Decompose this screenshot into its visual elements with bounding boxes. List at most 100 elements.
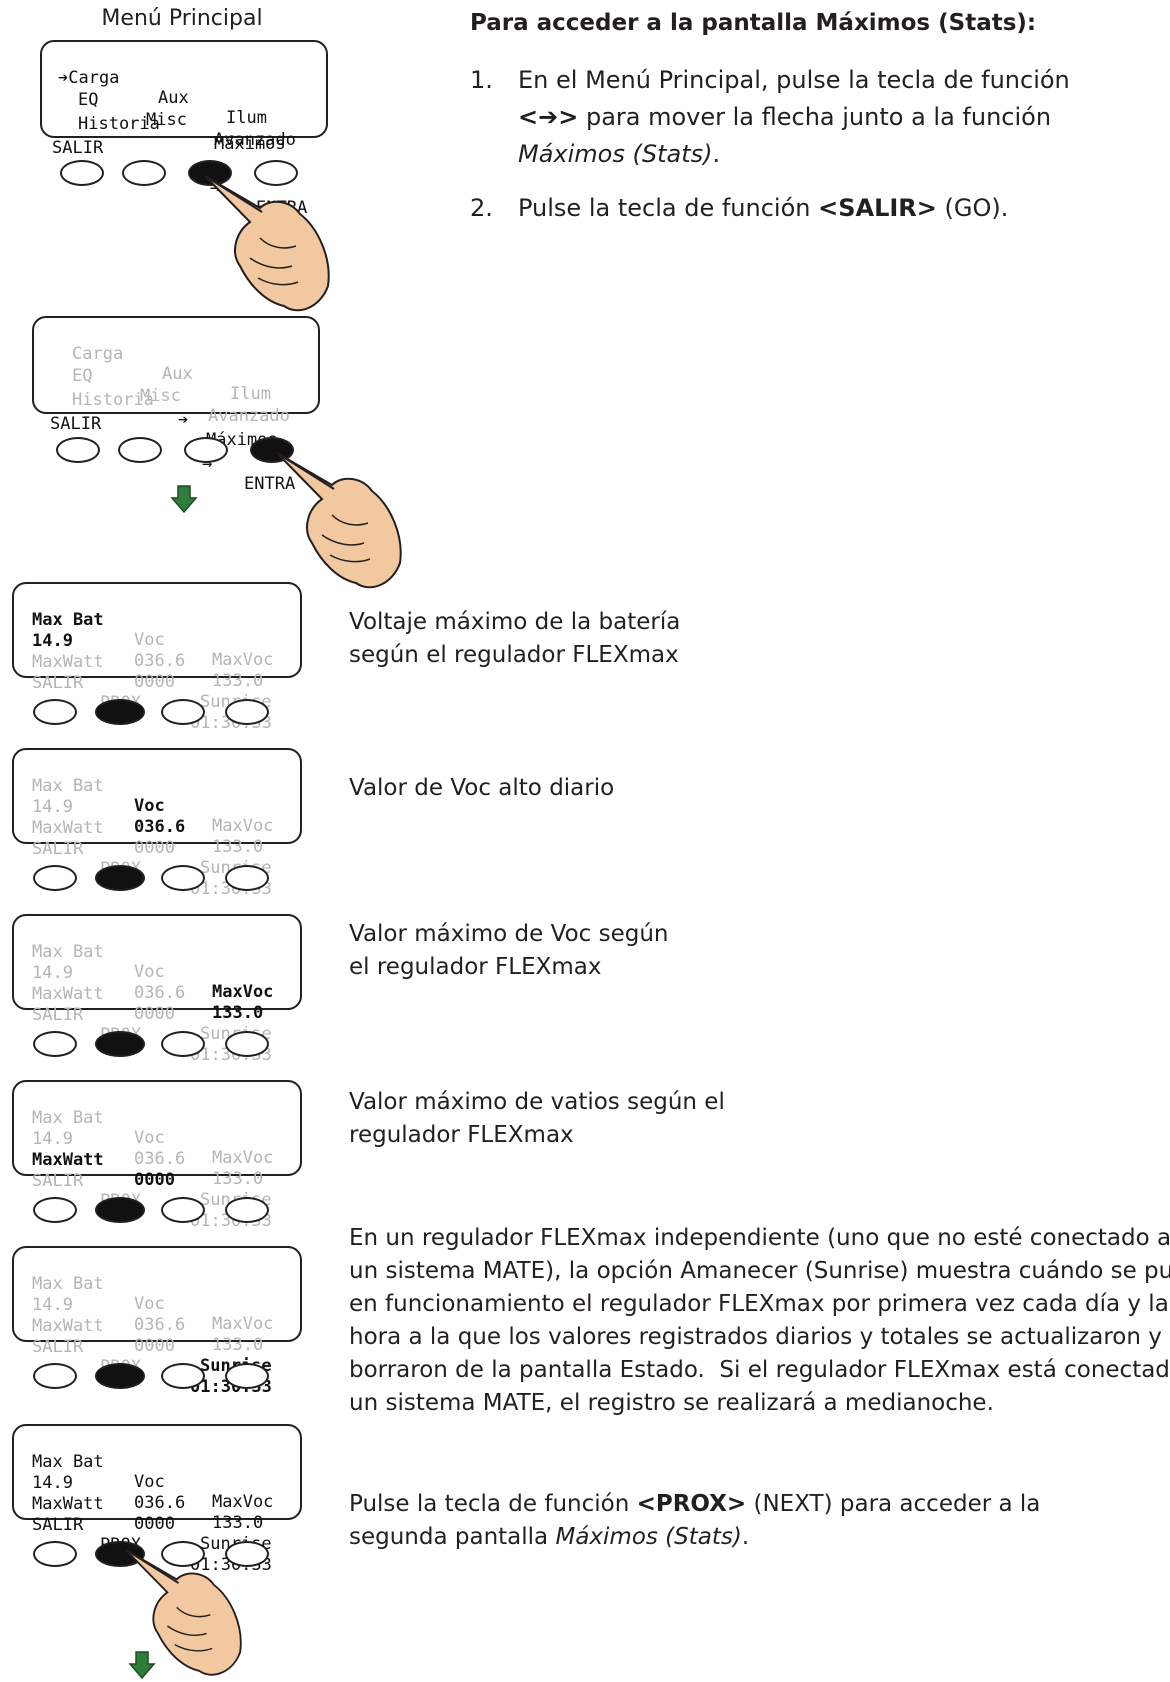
text-fragment: Pulse la tecla de función	[349, 1491, 637, 1517]
value-max-bat: 14.9	[32, 1473, 73, 1493]
text-fragment: Pulse la tecla de función	[518, 194, 819, 222]
softkey-3[interactable]	[161, 865, 205, 891]
label-max-watt: MaxWatt	[32, 984, 104, 1004]
softkey-1[interactable]	[33, 1031, 77, 1057]
label-voc: Voc	[134, 1128, 165, 1148]
softkeys-row-3	[33, 699, 283, 727]
softkeys-row-6	[33, 1197, 283, 1225]
label-max-voc: MaxVoc	[212, 816, 274, 836]
pointing-hand-icon	[276, 452, 402, 589]
softkey-label-salir: SALIR	[32, 1515, 84, 1535]
softkey-2[interactable]	[95, 1541, 145, 1567]
value-max-bat: 14.9	[32, 963, 73, 983]
value-max-watt: 0000	[134, 1170, 175, 1190]
value-max-bat: 14.9	[32, 631, 73, 651]
label-max-voc: MaxVoc	[212, 1148, 274, 1168]
text-fragment: (GO).	[936, 194, 1009, 222]
lcd-stats-all: Max Bat Voc MaxVoc 14.9 036.6 133.0 MaxW…	[12, 1424, 302, 1575]
softkey-3[interactable]	[161, 1541, 205, 1567]
step-2: 2. Pulse la tecla de función <SALIR> (GO…	[470, 190, 1130, 227]
page-heading: Para acceder a la pantalla Máximos (Stat…	[470, 10, 1037, 36]
softkey-label-salir: SALIR	[50, 414, 102, 434]
value-max-bat: 14.9	[32, 1295, 73, 1315]
softkey-4[interactable]	[225, 699, 269, 725]
softkeys-row-7	[33, 1363, 283, 1391]
menu-item-ilum: Ilum	[230, 384, 271, 404]
text-fragment: En el Menú Principal, pulse la tecla de …	[518, 66, 1070, 94]
softkey-1[interactable]	[33, 1541, 77, 1567]
pointing-hand-icon	[124, 1548, 242, 1676]
text-fragment: (NEXT) para acceder a la	[746, 1491, 1041, 1517]
key-name-salir: <SALIR>	[818, 194, 937, 222]
softkey-2[interactable]	[95, 1031, 145, 1057]
value-max-watt: 0000	[134, 1004, 175, 1024]
softkeys-row-8	[33, 1541, 283, 1569]
lcd-stats-max-watt: Max Bat Voc MaxVoc 14.9 036.6 133.0 MaxW…	[12, 1080, 302, 1231]
menu-item-misc: Misc	[146, 110, 187, 130]
label-max-bat: Max Bat	[32, 942, 104, 962]
softkey-3[interactable]	[184, 437, 228, 463]
softkey-3[interactable]	[161, 699, 205, 725]
softkey-2[interactable]	[118, 437, 162, 463]
softkey-2[interactable]	[95, 699, 145, 725]
softkey-2[interactable]	[95, 1363, 145, 1389]
softkey-2[interactable]	[95, 1197, 145, 1223]
lcd-stats-voc: Max Bat Voc MaxVoc 14.9 036.6 133.0 MaxW…	[12, 748, 302, 899]
softkey-4[interactable]	[225, 1197, 269, 1223]
menu-item-misc: Misc	[140, 386, 181, 406]
down-arrow-icon	[128, 1651, 156, 1680]
value-max-watt: 0000	[134, 838, 175, 858]
lcd-main-menu-selected: Carga Aux Ilum EQ Misc Avanzado Historia…	[32, 316, 320, 494]
softkey-4[interactable]	[225, 865, 269, 891]
label-max-bat: Max Bat	[32, 1452, 104, 1472]
step-number: 1.	[470, 66, 493, 94]
text-italic: Máximos (Stats)	[518, 140, 713, 168]
softkey-label-salir: SALIR	[52, 138, 104, 158]
softkey-3[interactable]	[161, 1031, 205, 1057]
key-name-prox: <PROX>	[636, 1491, 747, 1517]
softkey-1[interactable]	[33, 1197, 77, 1223]
value-max-watt: 0000	[134, 672, 175, 692]
label-max-watt: MaxWatt	[32, 1316, 104, 1336]
menu-item-historia: Historia	[72, 390, 154, 410]
softkey-1[interactable]	[33, 699, 77, 725]
softkey-2[interactable]	[122, 160, 166, 186]
softkey-3[interactable]	[161, 1197, 205, 1223]
menu-title: Menú Principal	[101, 6, 263, 31]
lcd-stats-max-bat: Max Bat Voc MaxVoc 14.9 036.6 133.0 MaxW…	[12, 582, 302, 733]
softkey-label-salir: SALIR	[32, 839, 84, 859]
softkey-label-salir: SALIR	[32, 1171, 84, 1191]
softkey-3[interactable]	[161, 1363, 205, 1389]
value-voc: 036.6	[134, 983, 186, 1003]
value-voc: 036.6	[134, 817, 186, 837]
softkey-2[interactable]	[95, 865, 145, 891]
pointing-hand-icon	[204, 175, 330, 312]
softkey-1[interactable]	[33, 865, 77, 891]
value-voc: 036.6	[134, 651, 186, 671]
value-max-voc: 133.0	[212, 671, 264, 691]
softkey-4[interactable]	[225, 1031, 269, 1057]
softkey-4[interactable]	[225, 1363, 269, 1389]
softkeys-row-2	[56, 437, 306, 465]
label-max-voc: MaxVoc	[212, 982, 274, 1002]
softkey-4[interactable]	[254, 160, 298, 186]
menu-item-carga: Carga	[72, 344, 124, 364]
label-max-watt: MaxWatt	[32, 652, 104, 672]
lcd-stats-sunrise: Max Bat Voc MaxVoc 14.9 036.6 133.0 MaxW…	[12, 1246, 302, 1397]
value-voc: 036.6	[134, 1493, 186, 1513]
menu-item-avanzado: Avanzado	[208, 406, 290, 426]
softkey-1[interactable]	[60, 160, 104, 186]
value-max-voc: 133.0	[212, 1335, 264, 1355]
label-max-watt: MaxWatt	[32, 1494, 104, 1514]
menu-item-avanzado: Avanzado	[214, 130, 296, 150]
instruction-steps: 1. En el Menú Principal, pulse la tecla …	[470, 62, 1130, 244]
description-max-watt: Valor máximo de vatios según el regulado…	[349, 1089, 725, 1148]
key-name-arrow: <➔>	[518, 103, 579, 131]
softkey-1[interactable]	[33, 1363, 77, 1389]
softkey-1[interactable]	[56, 437, 100, 463]
value-voc: 036.6	[134, 1315, 186, 1335]
label-max-voc: MaxVoc	[212, 650, 274, 670]
label-voc: Voc	[134, 1472, 165, 1492]
softkey-4[interactable]	[225, 1541, 269, 1567]
softkey-label-entra: ENTRA	[244, 474, 296, 494]
